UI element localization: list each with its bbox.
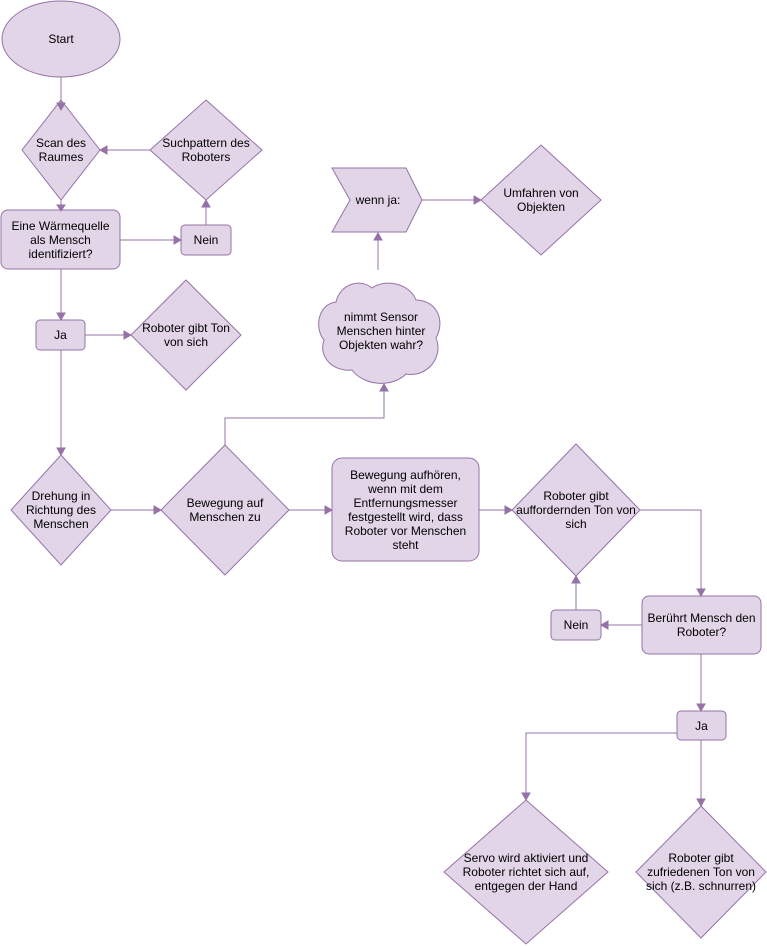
- edge-move-cloud: [224, 391, 385, 445]
- if-yes-node-shape: [331, 167, 423, 233]
- content-sound-node: Roboter gibt zufriedenen Ton von sich (z…: [645, 851, 757, 893]
- if-yes-node: wenn ja:: [355, 193, 401, 207]
- heat-source-node: Eine Wärmequelle als Mensch identifizier…: [11, 218, 110, 261]
- avoid-node-shape: [480, 144, 602, 256]
- no-1-node: Nein: [193, 233, 219, 247]
- turn-node: Drehung in Richtung des Menschen: [25, 489, 97, 531]
- sensor-cloud-node-shape: [318, 282, 441, 384]
- edge-demanding-touch: [640, 509, 702, 589]
- search-pattern-node: Suchpattern des Roboters: [162, 136, 250, 164]
- yes-1-node: Ja: [54, 328, 67, 342]
- demanding-sound-node: Roboter gibt auffordernden Ton von sich: [516, 489, 636, 531]
- scan-node: Scan des Raumes: [35, 136, 87, 164]
- start-node: Start: [48, 32, 74, 46]
- servo-node-shape: [443, 799, 609, 945]
- edges: [56, 77, 706, 808]
- turn-node-shape: [10, 454, 112, 566]
- touch-node: Berührt Mensch den Roboter?: [647, 611, 756, 639]
- yes-2-node: Ja: [695, 718, 708, 733]
- move-towards-node-shape: [160, 444, 290, 576]
- content-sound-node-shape: [635, 805, 767, 939]
- sensor-cloud-node: nimmt Sensor Menschen hinter Objekten wa…: [336, 310, 426, 352]
- robot-sound-node-shape: [130, 279, 242, 391]
- robot-sound-node: Roboter gibt Ton von sich: [142, 321, 230, 349]
- move-towards-node: Bewegung auf Menschen zu: [186, 496, 264, 524]
- avoid-node: Umfahren von Objekten: [503, 186, 579, 214]
- no-2-node: Nein: [563, 618, 589, 632]
- servo-node: Servo wird aktiviert und Roboter richtet…: [462, 851, 590, 893]
- stop-moving-node: Bewegung aufhören, wenn mit dem Entfernu…: [344, 467, 467, 552]
- edge-yes-servo: [525, 732, 677, 793]
